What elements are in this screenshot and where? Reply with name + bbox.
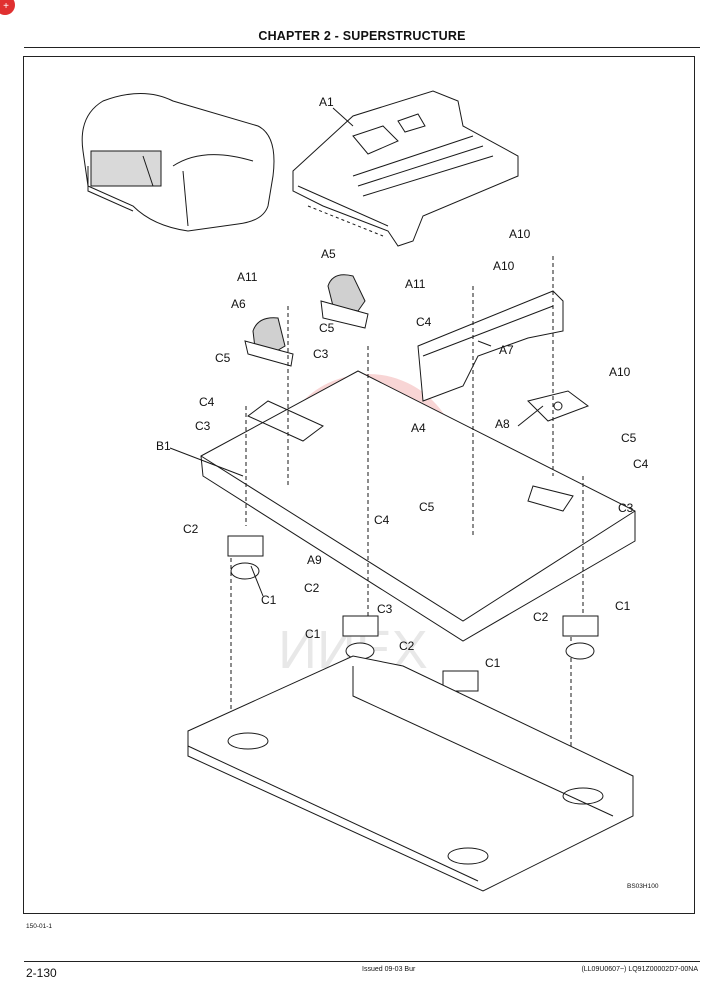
seat-illustration: [81, 93, 275, 232]
label-c1: C1: [261, 593, 277, 607]
floor-mat-a1: [292, 90, 519, 247]
label-c2: C2: [399, 639, 415, 653]
header-divider: [24, 47, 700, 48]
label-c3: C3: [618, 501, 634, 515]
label-c4: C4: [416, 315, 432, 329]
label-c2: C2: [183, 522, 199, 536]
base-plate-b1: [200, 370, 636, 642]
label-a10: A10: [493, 259, 515, 273]
label-c3: C3: [377, 602, 393, 616]
label-a9: A9: [307, 553, 322, 567]
footer-divider: [24, 961, 700, 962]
issued-date: Issued 09-03 Bur: [362, 966, 416, 973]
label-c4: C4: [199, 395, 215, 409]
figure-reference: 150-01-1: [26, 923, 53, 930]
label-a11: A11: [237, 270, 258, 284]
label-c4: C4: [633, 457, 649, 471]
label-c3: C3: [313, 347, 329, 361]
corner-badge-icon: +: [0, 0, 15, 15]
page-title: CHAPTER 2 - SUPERSTRUCTURE: [258, 29, 466, 43]
label-c5: C5: [319, 321, 335, 335]
figure-frame: [23, 56, 695, 914]
label-c5: C5: [419, 500, 435, 514]
label-a8: A8: [495, 417, 510, 431]
pedal-a6: [244, 317, 294, 367]
label-c1: C1: [485, 656, 501, 670]
label-a10: A10: [509, 227, 531, 241]
label-a1: A1: [319, 95, 334, 109]
pedal-a5: [320, 274, 369, 329]
label-a7: A7: [499, 343, 514, 357]
label-c1: C1: [305, 627, 321, 641]
label-c2: C2: [533, 610, 549, 624]
label-a11: A11: [405, 277, 426, 291]
label-a4: A4: [411, 421, 426, 435]
label-c5: C5: [621, 431, 637, 445]
label-c3: C3: [195, 419, 211, 433]
svg-text:+: +: [3, 1, 9, 12]
leader-lines: [169, 107, 544, 597]
label-a10: A10: [609, 365, 631, 379]
document-reference: (LL09U0607~) LQ91Z00002D7-00NA: [581, 966, 698, 973]
label-c2: C2: [304, 581, 320, 595]
plate-a8: [527, 390, 590, 422]
label-c1: C1: [615, 599, 631, 613]
page-number: 2-130: [26, 966, 57, 980]
label-c5: C5: [215, 351, 231, 365]
label-a6: A6: [231, 297, 246, 311]
mounting-frame: [187, 655, 634, 892]
label-a5: A5: [321, 247, 336, 261]
exploded-parts-diagram: ИИЕХ: [81, 90, 659, 892]
label-c4: C4: [374, 513, 390, 527]
label-b1: B1: [156, 439, 171, 453]
figure-code: BS03H100: [627, 883, 659, 890]
